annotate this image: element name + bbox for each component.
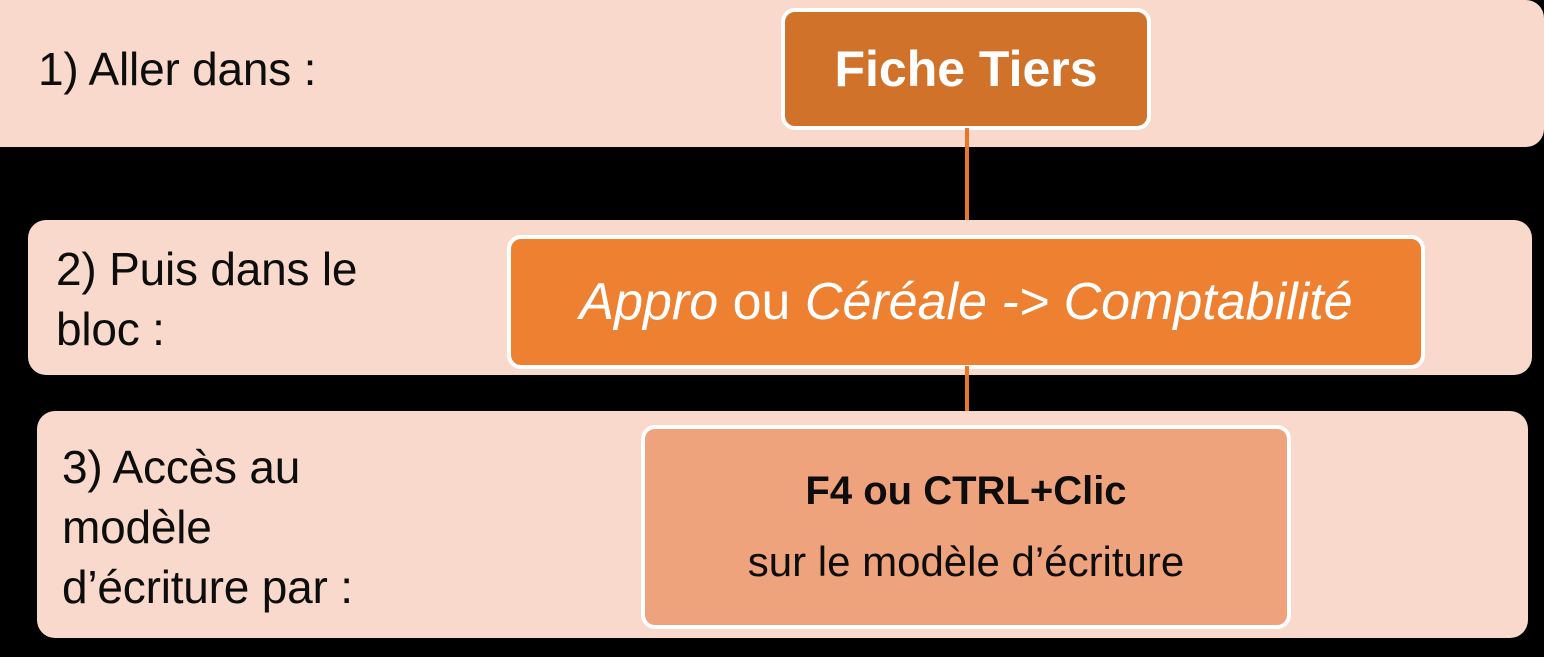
node-shortcut-description: sur le modèle d’écriture (747, 537, 1185, 585)
node-appro-segment-3: Céréale -> Comptabilité (804, 273, 1353, 331)
node-shortcut-f4-ctrl-clic[interactable]: F4 ou CTRL+Clic sur le modèle d’écriture (641, 425, 1291, 629)
connector-line-2 (965, 366, 969, 428)
node-fiche-tiers-label: Fiche Tiers (834, 41, 1098, 97)
step-label-2: 2) Puis dans le bloc : (56, 243, 358, 355)
connector-line-1 (965, 128, 969, 238)
node-appro-comptabilite[interactable]: Appro ou Céréale -> Comptabilité (507, 235, 1425, 369)
step-label-3: 3) Accès au modèle d’écriture par : (62, 441, 353, 613)
node-appro-segment-1: Appro (579, 273, 719, 331)
step-label-1: 1) Aller dans : (38, 43, 317, 95)
node-appro-label: Appro ou Céréale -> Comptabilité (579, 272, 1352, 332)
step-band-1 (0, 0, 1544, 147)
node-fiche-tiers[interactable]: Fiche Tiers (781, 8, 1151, 130)
node-shortcut-keys: F4 ou CTRL+Clic (805, 468, 1127, 513)
node-appro-segment-2: ou (718, 273, 805, 331)
